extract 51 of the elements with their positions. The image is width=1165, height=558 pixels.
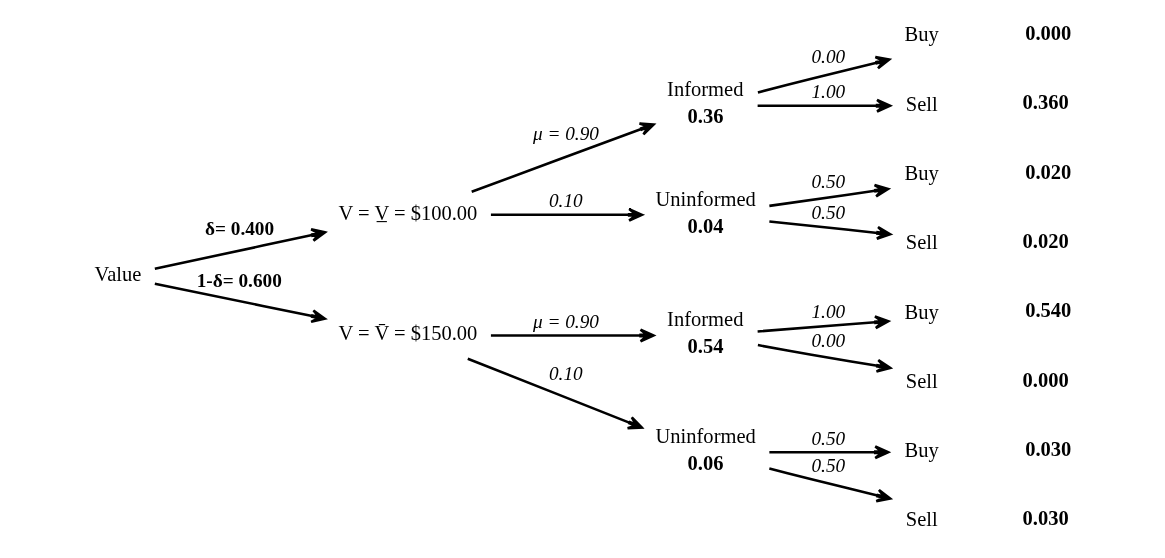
edge-label: 0.10	[548, 190, 583, 212]
node-text: Buy	[904, 439, 939, 462]
arrow	[490, 207, 643, 222]
node-text: Uninformed 0.06	[655, 425, 756, 474]
edge-label: 0.00	[810, 330, 845, 352]
edge-label: μ = 0.90	[532, 123, 599, 145]
edge-label: 0.50	[810, 201, 845, 223]
arrow	[757, 315, 889, 333]
node-label: 0.000	[1022, 368, 1069, 391]
node-label: 0.020	[1024, 160, 1071, 183]
node-text: Sell	[905, 508, 938, 531]
node-text: Sell	[905, 231, 938, 254]
edge-label: 0.00	[810, 46, 845, 68]
edge-label: 0.10	[548, 363, 583, 385]
node-text: Buy	[904, 300, 939, 323]
node-label: 0.020	[1022, 229, 1069, 252]
edge-label: 1.00	[810, 300, 845, 322]
arrow	[154, 228, 326, 270]
node-text: Sell	[905, 92, 938, 115]
node-text: Sell	[905, 369, 938, 392]
node-label: 0.000	[1024, 22, 1071, 44]
edge-label: 1-δ= 0.600	[196, 269, 282, 291]
node-text: Uninformed 0.04	[655, 187, 756, 237]
arrow	[768, 183, 889, 208]
node-text: Buy	[904, 23, 939, 46]
arrow	[490, 328, 655, 343]
node-label: 0.030	[1024, 437, 1071, 460]
node-label: 0.030	[1022, 507, 1069, 530]
edge-label: 0.50	[810, 170, 845, 192]
arrow	[757, 98, 891, 113]
node-label: 0.540	[1024, 299, 1071, 322]
arrow	[768, 467, 891, 503]
edge-label: 1.00	[810, 81, 845, 103]
edge-label: μ = 0.90	[532, 310, 599, 332]
arrow	[470, 122, 655, 193]
node-text: Value	[94, 263, 141, 286]
arrow	[768, 220, 892, 240]
arrow	[466, 357, 643, 430]
arrow	[757, 55, 890, 94]
edge-label: 0.50	[810, 454, 845, 476]
node-label: 0.360	[1022, 91, 1069, 114]
node-text: Informed 0.36	[666, 78, 743, 128]
node-text: V = V̄ = $150.00	[337, 322, 477, 345]
arrow	[768, 445, 889, 460]
node-text: V = V̲ = $100.00	[337, 201, 477, 224]
node-text: Buy	[904, 161, 939, 184]
edge-label: δ= 0.400	[204, 218, 274, 240]
node-text: Informed 0.54	[666, 308, 743, 358]
arrow	[154, 282, 326, 324]
arrow	[757, 343, 891, 373]
edge-label: 0.50	[810, 427, 845, 449]
